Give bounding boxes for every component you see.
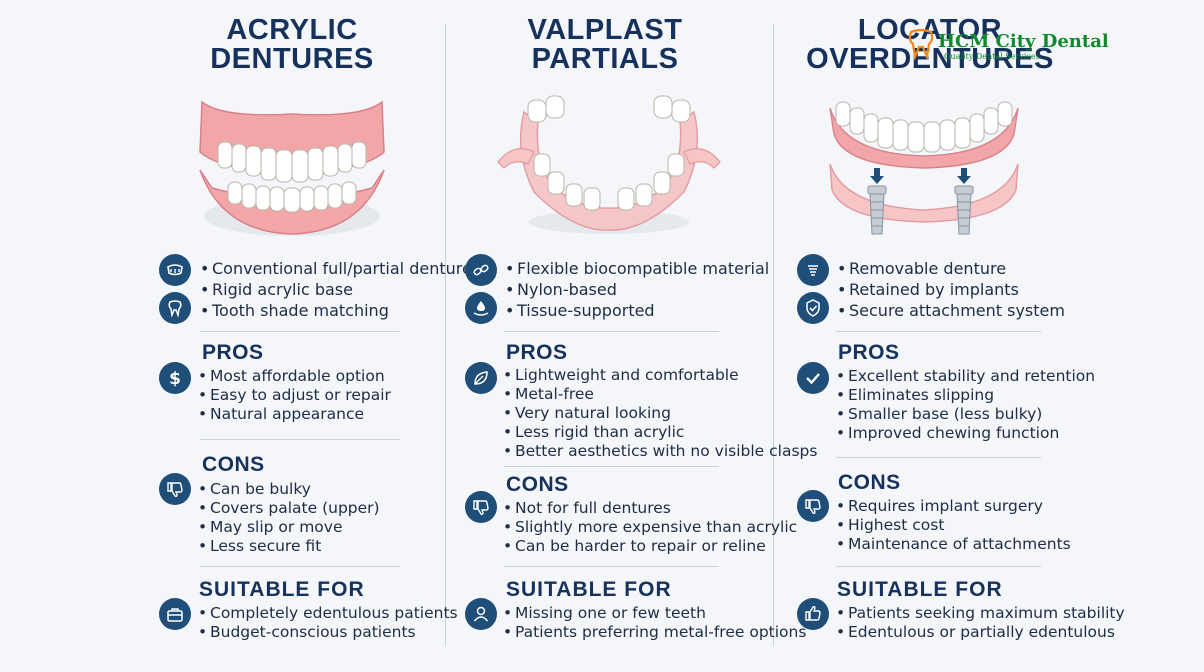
clinic-watermark-logo: HCM City Dental Quality Dental Services	[904, 28, 1109, 68]
section-divider	[504, 566, 719, 567]
list-item: Completely edentulous patients	[198, 604, 458, 623]
list-item: Tissue-supported	[505, 300, 769, 321]
list-item: Secure attachment system	[837, 300, 1065, 321]
list-item: Metal-free	[503, 385, 817, 404]
list-item: Covers palate (upper)	[198, 499, 380, 518]
list-item: Nylon-based	[505, 279, 769, 300]
leaf-icon	[465, 362, 497, 394]
check-icon	[797, 362, 829, 394]
suitable-heading: SUITABLE FOR	[837, 578, 1003, 601]
list-item: Conventional full/partial denture	[200, 258, 472, 279]
column-title: VALPLAST PARTIALS	[527, 14, 683, 75]
cons-heading: CONS	[506, 473, 569, 496]
list-item: Highest cost	[836, 516, 1071, 535]
svg-text:$: $	[169, 369, 181, 388]
column-title: LOCATOR OVERDENTURES	[806, 14, 1054, 75]
cons-list: Not for full dentures Slightly more expe…	[503, 499, 797, 556]
pros-list: Excellent stability and retention Elimin…	[836, 367, 1095, 443]
dollar-icon: $	[159, 362, 191, 394]
suitable-list: Completely edentulous patients Budget-co…	[198, 604, 458, 642]
list-item: Smaller base (less bulky)	[836, 405, 1095, 424]
briefcase-icon	[159, 598, 191, 630]
list-item: Excellent stability and retention	[836, 367, 1095, 386]
list-item: Easy to adjust or repair	[198, 386, 391, 405]
list-item: Less rigid than acrylic	[503, 423, 817, 442]
locator-overdenture-illustration	[829, 101, 1019, 235]
list-item: Improved chewing function	[836, 424, 1095, 443]
section-divider	[836, 331, 1041, 332]
pros-list: Most affordable option Easy to adjust or…	[198, 367, 391, 424]
list-item: Very natural looking	[503, 404, 817, 423]
thumbs-down-icon	[159, 473, 191, 505]
section-divider	[200, 439, 400, 440]
list-item: Removable denture	[837, 258, 1065, 279]
list-item: Better aesthetics with no visible clasps	[503, 442, 817, 461]
pros-heading: PROS	[838, 341, 900, 364]
suitable-heading: SUITABLE FOR	[506, 578, 672, 601]
list-item: Patients preferring metal-free options	[503, 623, 806, 642]
pros-heading: PROS	[506, 341, 568, 364]
flex-chain-icon	[465, 254, 497, 286]
cons-list: Can be bulky Covers palate (upper) May s…	[198, 480, 380, 556]
feature-list: Flexible biocompatible material Nylon-ba…	[505, 258, 769, 321]
thumbs-up-icon	[797, 598, 829, 630]
list-item: Patients seeking maximum stability	[836, 604, 1125, 623]
feature-list: Conventional full/partial denture Rigid …	[200, 258, 472, 321]
shield-check-icon	[797, 292, 829, 324]
tooth-icon	[159, 292, 191, 324]
list-item: Requires implant surgery	[836, 497, 1071, 516]
list-item: Less secure fit	[198, 537, 380, 556]
section-divider	[200, 331, 400, 332]
section-divider	[504, 466, 719, 467]
cons-list: Requires implant surgery Highest cost Ma…	[836, 497, 1071, 554]
column-title: ACRYLIC DENTURES	[210, 14, 374, 75]
cons-heading: CONS	[838, 471, 901, 494]
water-drop-hand-icon	[465, 292, 497, 324]
suitable-list: Missing one or few teeth Patients prefer…	[503, 604, 806, 642]
denture-icon	[159, 254, 191, 286]
valplast-partials-column: VALPLAST PARTIALS Flexible biocompatible…	[450, 0, 817, 672]
column-divider	[773, 24, 774, 646]
suitable-heading: SUITABLE FOR	[199, 578, 365, 601]
person-icon	[465, 598, 497, 630]
list-item: Missing one or few teeth	[503, 604, 806, 623]
acrylic-denture-illustration	[199, 100, 385, 236]
thumbs-down-icon	[797, 490, 829, 522]
section-divider	[504, 331, 719, 332]
list-item: Edentulous or partially edentulous	[836, 623, 1125, 642]
suitable-list: Patients seeking maximum stability Edent…	[836, 604, 1125, 642]
section-divider	[200, 566, 400, 567]
implant-icon	[797, 254, 829, 286]
list-item: Slightly more expensive than acrylic	[503, 518, 797, 537]
acrylic-dentures-column: ACRYLIC DENTURES Conventional full/parti…	[140, 0, 472, 672]
list-item: Budget-conscious patients	[198, 623, 458, 642]
list-item: Natural appearance	[198, 405, 391, 424]
list-item: Eliminates slipping	[836, 386, 1095, 405]
list-item: Tooth shade matching	[200, 300, 472, 321]
pros-list: Lightweight and comfortable Metal-free V…	[503, 366, 817, 461]
tooth-logo-icon	[908, 28, 934, 60]
list-item: Not for full dentures	[503, 499, 797, 518]
list-item: Flexible biocompatible material	[505, 258, 769, 279]
pros-heading: PROS	[202, 341, 264, 364]
list-item: Maintenance of attachments	[836, 535, 1071, 554]
list-item: Rigid acrylic base	[200, 279, 472, 300]
thumbs-down-icon	[465, 491, 497, 523]
list-item: Retained by implants	[837, 279, 1065, 300]
cons-heading: CONS	[202, 453, 265, 476]
watermark-tagline: Quality Dental Services	[944, 52, 1040, 61]
section-divider	[836, 566, 1041, 567]
list-item: Most affordable option	[198, 367, 391, 386]
list-item: May slip or move	[198, 518, 380, 537]
list-item: Can be harder to repair or reline	[503, 537, 797, 556]
watermark-name: HCM City Dental	[938, 31, 1109, 52]
list-item: Can be bulky	[198, 480, 380, 499]
valplast-partial-illustration	[497, 95, 721, 234]
list-item: Lightweight and comfortable	[503, 366, 817, 385]
section-divider	[836, 457, 1041, 458]
locator-overdentures-column: LOCATOR OVERDENTURES	[780, 0, 1125, 672]
column-divider	[445, 24, 446, 646]
feature-list: Removable denture Retained by implants S…	[837, 258, 1065, 321]
